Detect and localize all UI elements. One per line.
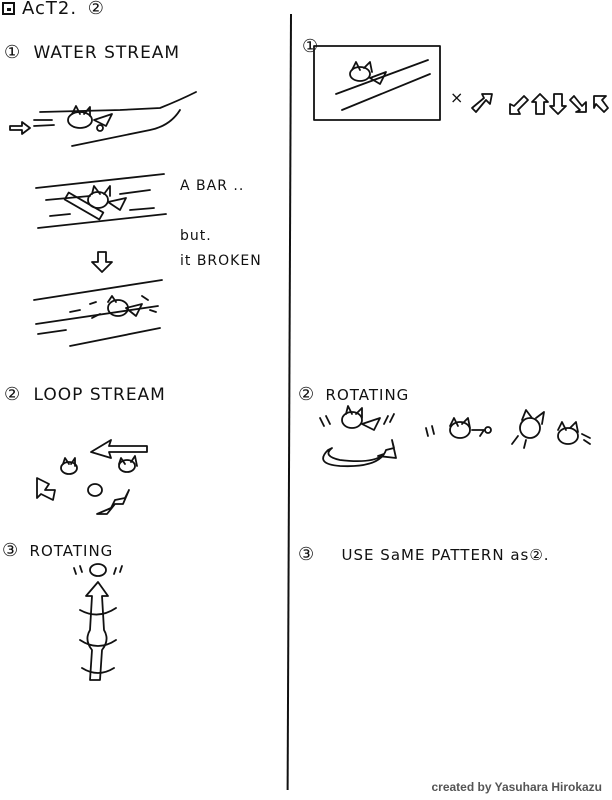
- title-text: AcT2.: [22, 0, 78, 19]
- left-section3-title: ROTATING: [29, 542, 114, 560]
- right-section1-frame-sketch: [313, 45, 441, 121]
- left-section1-marker: ①: [4, 42, 22, 63]
- left-section1-title: WATER STREAM: [33, 43, 181, 63]
- rotating-sketch-right: [319, 405, 591, 468]
- right-section3-heading: ③ USE SaME PATTERN as②.: [298, 544, 550, 565]
- right-section3-text: USE SaME PATTERN as②.: [341, 546, 550, 564]
- left-section1-heading: ① WATER STREAM: [4, 42, 180, 63]
- water-stream-sketch-1: [9, 91, 197, 147]
- right-section2-heading: ② ROTATING: [298, 384, 409, 405]
- right-section1-times: ×: [450, 88, 465, 107]
- left-section2-marker: ②: [4, 384, 22, 405]
- left-section3-marker: ③: [2, 540, 20, 561]
- page-title: AcT2. ②: [22, 0, 105, 19]
- left-section3-heading: ③ ROTATING: [2, 540, 113, 561]
- water-stream-bar-sketch: [35, 173, 167, 229]
- note-but: but.: [180, 228, 212, 244]
- rotating-spiral-sketch: [73, 563, 123, 681]
- credit-line: created by Yasuhara Hirokazu: [431, 780, 602, 794]
- direction-arrows-icon: [471, 93, 609, 115]
- note-bar: A BAR ..: [180, 178, 245, 194]
- down-arrow-icon: [91, 251, 113, 273]
- page-icon: [2, 2, 15, 15]
- note-broken: it BROKEN: [180, 253, 262, 269]
- right-section2-title: ROTATING: [325, 386, 410, 404]
- left-section2-title: LOOP STREAM: [33, 385, 166, 405]
- water-stream-broken-sketch: [33, 279, 163, 347]
- title-marker: ②: [87, 0, 105, 19]
- right-section3-marker: ③: [298, 544, 316, 565]
- left-section2-heading: ② LOOP STREAM: [4, 384, 166, 405]
- loop-stream-sketch: [36, 439, 148, 515]
- right-section2-marker: ②: [298, 384, 316, 405]
- column-divider: [286, 13, 292, 790]
